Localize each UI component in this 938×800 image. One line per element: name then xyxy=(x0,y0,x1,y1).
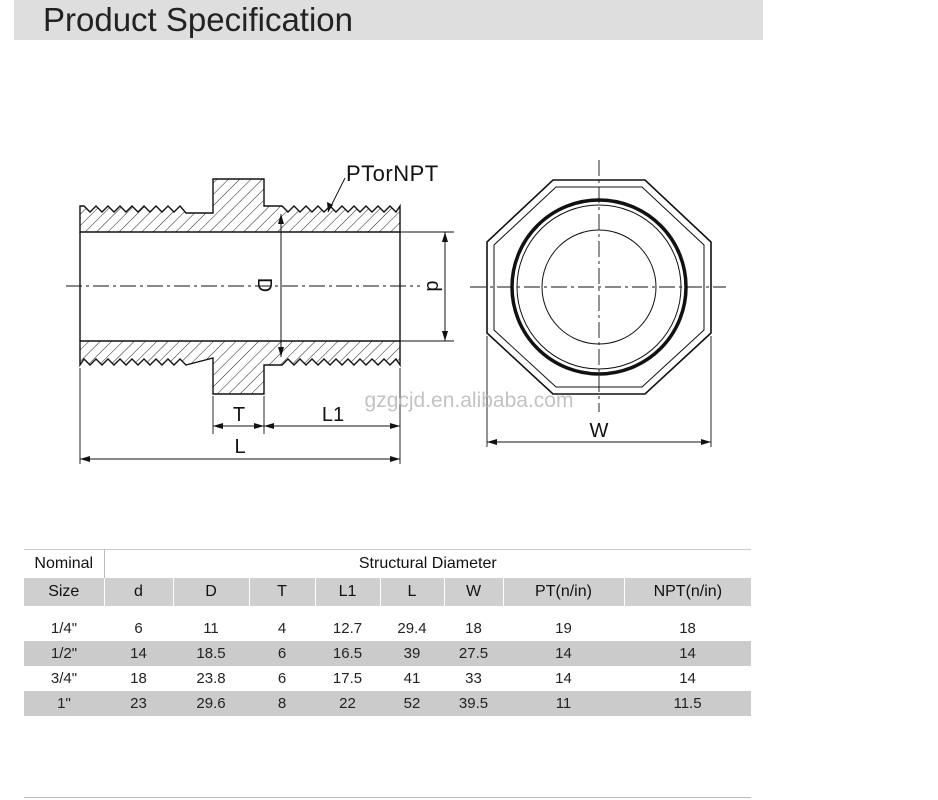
table-cell: 14 xyxy=(503,641,624,666)
dim-D-label: D xyxy=(253,278,275,292)
dim-T-label: T xyxy=(233,404,245,426)
bottom-divider xyxy=(24,797,751,798)
table-cell: 29.6 xyxy=(173,691,249,716)
table-cell: 23.8 xyxy=(196,670,226,687)
table-cell: 11.5 xyxy=(624,691,752,716)
column-header: L xyxy=(380,578,445,606)
table-row: 1/2" 14 18.5 6 16.5 39 27.5 14 14 xyxy=(24,641,752,666)
table-cell: 16.5 xyxy=(315,641,380,666)
title-bar: Product Specification xyxy=(14,0,763,40)
column-header: Size xyxy=(24,578,105,606)
table-cell: 23 xyxy=(104,691,173,716)
table-cell: 27.5 xyxy=(444,641,503,666)
table-cell: 18 xyxy=(465,620,482,637)
table-cell: 39.5 xyxy=(444,691,503,716)
octagon-outer xyxy=(486,179,712,395)
table-header-row: Size d D T L1 L W PT(n/in) NPT(n/in) xyxy=(24,578,752,606)
upper-wall xyxy=(79,178,401,233)
table-row: 1/4" 6 11 4 12.7 29.4 18 19 18 xyxy=(24,616,751,641)
table-cell: 4 xyxy=(277,620,287,637)
table-cell: 14 xyxy=(624,641,752,666)
table-cell: 17.5 xyxy=(332,670,363,687)
lower-wall xyxy=(79,340,401,395)
column-header: D xyxy=(173,578,250,606)
table-group-row: Nominal Structural Diameter xyxy=(24,549,752,578)
table-cell: 19 xyxy=(555,620,572,637)
column-header: T xyxy=(249,578,316,606)
table-cell: 22 xyxy=(315,691,380,716)
table-cell: 39 xyxy=(380,641,444,666)
table-cell: 14 xyxy=(104,641,173,666)
table-row: 1" 23 29.6 8 22 52 39.5 11 11.5 xyxy=(24,691,752,716)
table-cell: 1/2" xyxy=(24,641,104,666)
column-header: W xyxy=(444,578,504,606)
table-cell: 29.4 xyxy=(397,620,427,637)
table-cell: 18 xyxy=(130,670,147,687)
nominal-header: Nominal xyxy=(24,549,105,578)
table-cell: 3/4" xyxy=(50,670,78,687)
table-cell: 33 xyxy=(465,670,482,687)
column-header: d xyxy=(104,578,174,606)
table-cell: 1/4" xyxy=(50,620,78,637)
dim-L-label: L xyxy=(234,436,245,458)
column-header: PT(n/in) xyxy=(503,578,625,606)
table-cell: 8 xyxy=(249,691,315,716)
column-header: L1 xyxy=(315,578,381,606)
table-cell: 12.7 xyxy=(332,620,363,637)
technical-drawing: PTorNPT D d T L1 L W gzgcjd.en.alibaba.c… xyxy=(66,160,726,464)
table-cell: 6 xyxy=(134,620,143,637)
table-cell: 6 xyxy=(277,670,287,687)
table-cell: 14 xyxy=(679,670,696,687)
dim-L1-label: L1 xyxy=(322,404,344,426)
dim-W-label: W xyxy=(590,420,609,442)
side-view xyxy=(66,177,454,464)
watermark: gzgcjd.en.alibaba.com xyxy=(365,389,574,412)
spec-table: Nominal Structural Diameter Size d D T L… xyxy=(24,549,752,716)
end-view xyxy=(470,160,726,447)
column-header: NPT(n/in) xyxy=(624,578,752,606)
dim-d-label: d xyxy=(422,280,444,291)
table-cell: 14 xyxy=(555,670,572,687)
table-cell: 11 xyxy=(503,691,624,716)
table-row: 3/4" 18 23.8 6 17.5 41 33 14 14 xyxy=(24,666,751,691)
structural-diameter-header: Structural Diameter xyxy=(104,549,752,578)
table-cell: 11 xyxy=(203,620,219,637)
table-cell: 41 xyxy=(403,670,421,687)
thread-label: PTorNPT xyxy=(346,161,439,186)
table-cell: 18 xyxy=(679,620,696,637)
octagon-inner xyxy=(493,186,705,388)
spec-table-container: Nominal Structural Diameter Size d D T L… xyxy=(24,549,752,716)
table-cell: 1" xyxy=(24,691,104,716)
table-cell: 18.5 xyxy=(173,641,249,666)
page-title: Product Specification xyxy=(43,1,354,38)
table-cell: 52 xyxy=(380,691,444,716)
table-cell: 6 xyxy=(249,641,315,666)
